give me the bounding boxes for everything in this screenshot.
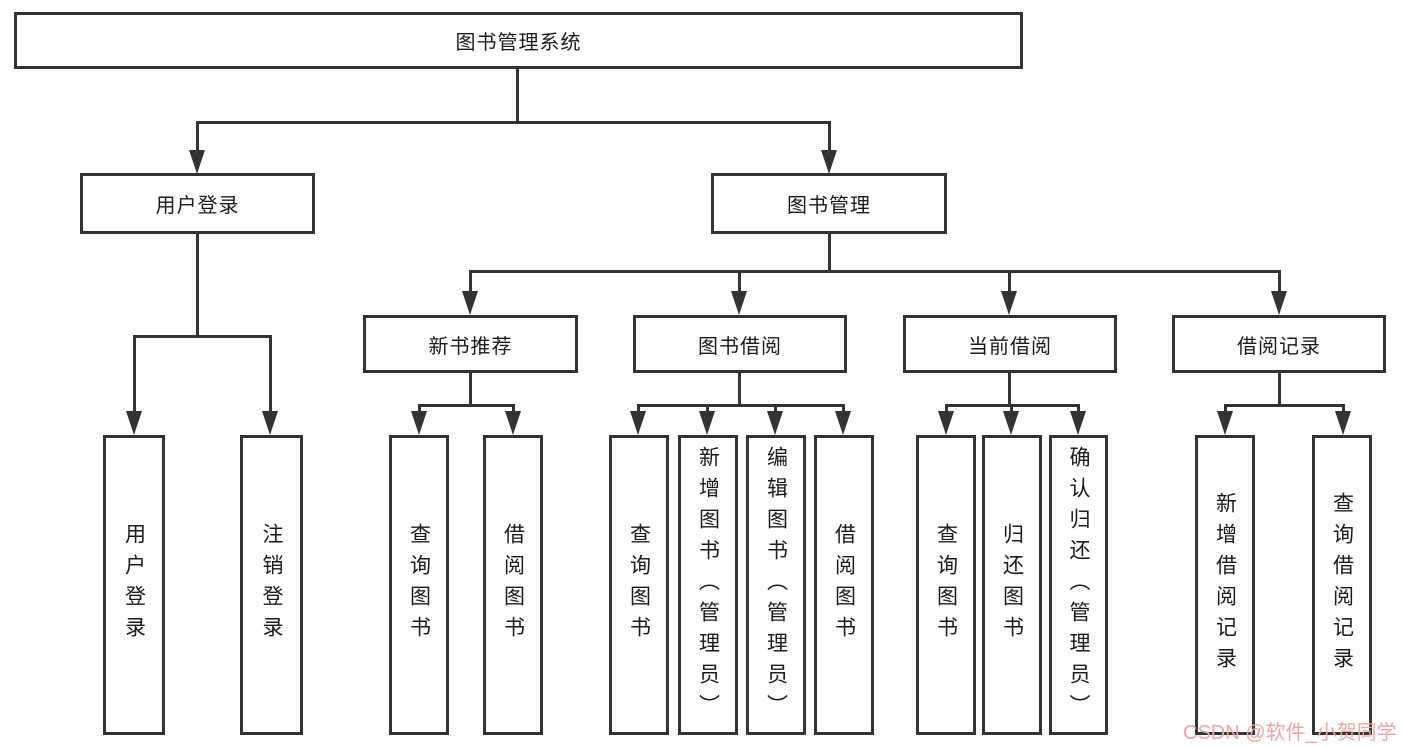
connector-line	[637, 404, 845, 407]
connector-line	[196, 121, 199, 153]
connector-line	[516, 69, 519, 123]
leaf-label: 借阅图书	[832, 523, 856, 647]
arrowhead-icon	[505, 411, 521, 435]
arrowhead-icon	[1217, 411, 1233, 435]
node-book-borrow: 图书借阅	[633, 315, 847, 373]
arrowhead-icon	[126, 411, 142, 435]
connector-line	[469, 270, 1281, 273]
leaf-borrow-books-recommend: 借阅图书	[483, 435, 543, 735]
leaf-add-books-admin: 新增图书（管理员）	[678, 435, 738, 735]
leaf-label: 查询图书	[627, 523, 651, 647]
node-label: 用户登录	[155, 195, 240, 217]
node-library-system: 图书管理系统	[14, 12, 1023, 69]
leaf-query-borrow-record: 查询借阅记录	[1312, 435, 1372, 735]
connector-line	[512, 404, 515, 413]
arrowhead-icon	[630, 411, 646, 435]
leaf-user-login: 用户登录	[103, 435, 165, 735]
arrowhead-icon	[821, 150, 837, 174]
leaf-edit-books-admin: 编辑图书（管理员）	[746, 435, 806, 735]
leaf-return-books: 归还图书	[982, 435, 1042, 735]
arrowhead-icon	[189, 150, 205, 174]
leaf-add-borrow-record: 新增借阅记录	[1195, 435, 1255, 735]
arrowhead-icon	[462, 291, 478, 315]
connector-line	[945, 404, 948, 413]
connector-line	[1278, 270, 1281, 294]
leaf-query-books-current: 查询图书	[916, 435, 976, 735]
leaf-label: 注销登录	[260, 523, 283, 647]
connector-line	[1342, 404, 1345, 413]
node-book-management: 图书管理	[711, 173, 947, 234]
connector-line	[637, 404, 640, 413]
arrowhead-icon	[1271, 291, 1287, 315]
arrowhead-icon	[835, 411, 851, 435]
connector-line	[1010, 404, 1013, 413]
arrowhead-icon	[262, 411, 278, 435]
connector-line	[1278, 373, 1281, 407]
connector-line	[738, 270, 741, 294]
node-label: 图书管理	[787, 195, 871, 217]
leaf-label: 查询图书	[934, 523, 958, 647]
leaf-label: 确认归还（管理员）	[1067, 445, 1090, 725]
leaf-label: 用户登录	[122, 523, 146, 647]
connector-line	[133, 335, 272, 338]
connector-line	[133, 335, 136, 413]
leaf-confirm-return-admin: 确认归还（管理员）	[1049, 435, 1108, 735]
node-current-borrow: 当前借阅	[903, 315, 1117, 373]
connector-line	[706, 404, 709, 413]
node-label: 图书管理系统	[455, 32, 582, 54]
connector-line	[418, 404, 515, 407]
leaf-label: 新增借阅记录	[1213, 492, 1237, 678]
leaf-label: 查询图书	[407, 523, 431, 647]
leaf-label: 编辑图书（管理员）	[764, 445, 788, 725]
leaf-borrow-books: 借阅图书	[814, 435, 874, 735]
leaf-label: 查询借阅记录	[1330, 492, 1354, 678]
connector-line	[196, 121, 831, 124]
csdn-watermark: CSDN @软件_小贺同学	[1183, 722, 1397, 744]
node-new-book-recommend: 新书推荐	[363, 315, 578, 373]
arrowhead-icon	[938, 411, 954, 435]
arrowhead-icon	[1001, 291, 1017, 315]
leaf-label: 新增图书（管理员）	[696, 445, 720, 725]
connector-line	[1224, 404, 1344, 407]
node-user-login: 用户登录	[80, 173, 315, 234]
node-label: 借阅记录	[1237, 335, 1321, 358]
arrowhead-icon	[699, 411, 715, 435]
arrowhead-icon	[1003, 411, 1019, 435]
node-label: 新书推荐	[428, 335, 513, 358]
connector-line	[418, 404, 421, 413]
arrowhead-icon	[1335, 411, 1351, 435]
leaf-label: 借阅图书	[501, 523, 525, 647]
arrowhead-icon	[767, 411, 783, 435]
connector-line	[196, 234, 199, 338]
connector-line	[1008, 270, 1011, 294]
leaf-logout: 注销登录	[240, 435, 303, 735]
node-borrow-records: 借阅记录	[1172, 315, 1386, 373]
connector-line	[269, 335, 272, 413]
arrowhead-icon	[1070, 411, 1086, 435]
connector-line	[738, 373, 741, 407]
arrowhead-icon	[731, 291, 747, 315]
arrowhead-icon	[411, 411, 427, 435]
leaf-query-books-recommend: 查询图书	[389, 435, 449, 735]
connector-line	[469, 270, 472, 294]
connector-line	[1077, 404, 1080, 413]
connector-line	[828, 121, 831, 153]
connector-line	[828, 234, 831, 273]
connector-line	[469, 373, 472, 407]
node-label: 当前借阅	[968, 335, 1052, 358]
connector-line	[774, 404, 777, 413]
leaf-label: 归还图书	[1000, 523, 1024, 647]
node-label: 图书借阅	[698, 335, 782, 358]
connector-line	[842, 404, 845, 413]
leaf-query-books-borrow: 查询图书	[609, 435, 669, 735]
connector-line	[1008, 373, 1011, 407]
connector-line	[1224, 404, 1227, 413]
